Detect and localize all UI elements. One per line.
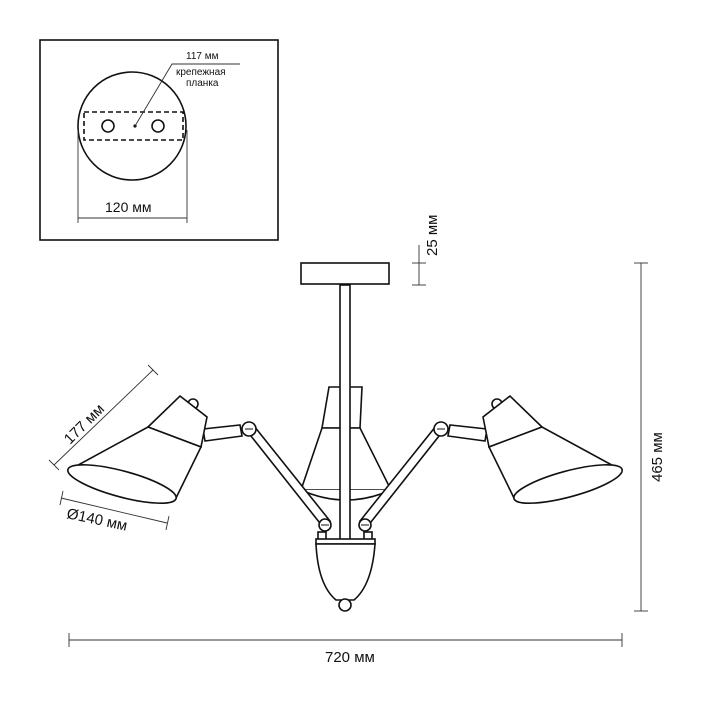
total-height-label: 465 мм xyxy=(649,432,666,482)
canopy-height-label: 25 мм xyxy=(424,215,441,256)
left-arm xyxy=(202,421,332,532)
mounting-bracket xyxy=(83,111,184,141)
finial xyxy=(338,598,352,612)
canopy-diameter-label: 120 мм xyxy=(105,199,152,215)
right-shade xyxy=(482,394,624,504)
mount-label-line1: крепежная xyxy=(176,67,226,78)
mount-hole xyxy=(151,119,165,133)
left-shade xyxy=(66,394,208,504)
total-width-label: 720 мм xyxy=(325,649,375,666)
mounting-inset: 117 мм крепежная планка 120 мм xyxy=(39,39,279,241)
mount-hole xyxy=(101,119,115,133)
mount-label-line2: планка xyxy=(186,78,219,89)
stem xyxy=(339,284,351,541)
canopy-height-dimension: 25 мм xyxy=(412,215,441,286)
canopy-circle xyxy=(77,71,187,181)
leader-line xyxy=(134,63,240,127)
shade-length-label: 177 мм xyxy=(61,401,108,448)
bottom-hub xyxy=(315,531,376,612)
shade-diameter-label: Ø140 мм xyxy=(65,505,129,534)
total-width-dimension: 720 мм xyxy=(68,633,623,666)
mount-size-label: 117 мм xyxy=(186,51,219,62)
right-arm xyxy=(358,421,488,532)
total-height-dimension: 465 мм xyxy=(634,262,666,612)
canopy xyxy=(300,262,390,285)
chandelier xyxy=(66,262,624,612)
